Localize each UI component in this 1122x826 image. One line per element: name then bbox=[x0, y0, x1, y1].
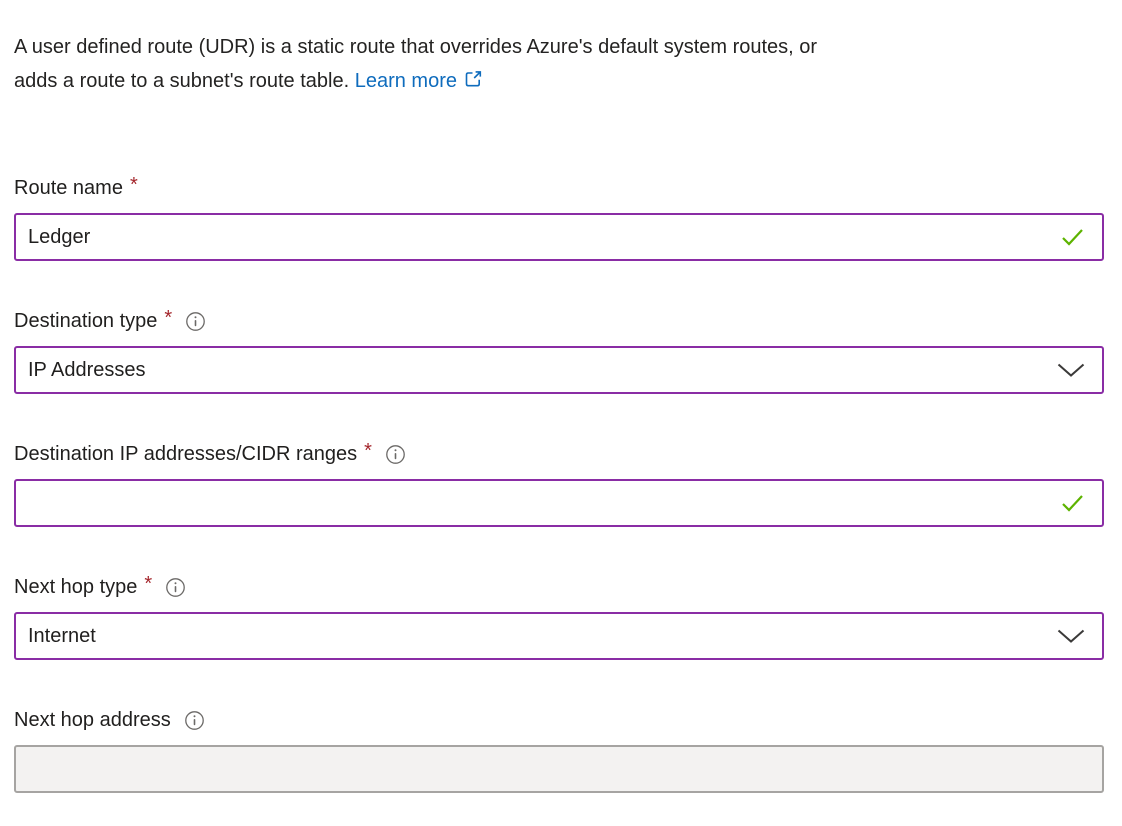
info-icon[interactable] bbox=[165, 577, 186, 598]
destination-type-selected-value: IP Addresses bbox=[28, 358, 146, 381]
route-name-label: Route name bbox=[14, 177, 123, 199]
field-destination-ip: Destination IP addresses/CIDR ranges * bbox=[14, 440, 1104, 527]
field-next-hop-type: Next hop type * Internet bbox=[14, 573, 1104, 660]
route-name-label-row: Route name * bbox=[14, 174, 1104, 200]
destination-type-dropdown[interactable]: IP Addresses bbox=[14, 346, 1104, 394]
field-route-name: Route name * bbox=[14, 174, 1104, 261]
next-hop-type-selected-value: Internet bbox=[28, 624, 96, 647]
required-asterisk: * bbox=[144, 573, 153, 595]
destination-ip-input[interactable] bbox=[16, 481, 1102, 525]
route-name-input[interactable] bbox=[16, 215, 1102, 259]
external-link-icon[interactable] bbox=[463, 71, 483, 94]
next-hop-address-input-wrapper bbox=[14, 745, 1104, 793]
info-icon[interactable] bbox=[185, 311, 206, 332]
field-next-hop-address: Next hop address bbox=[14, 708, 1104, 793]
destination-ip-label: Destination IP addresses/CIDR ranges bbox=[14, 443, 358, 465]
next-hop-address-label-row: Next hop address bbox=[14, 708, 1104, 732]
udr-description-line2: adds a route to a subnet's route table. bbox=[14, 70, 350, 92]
destination-ip-input-wrapper bbox=[14, 479, 1104, 527]
add-route-form-pane: A user defined route (UDR) is a static r… bbox=[14, 30, 1104, 793]
next-hop-address-label: Next hop address bbox=[14, 709, 171, 731]
info-icon[interactable] bbox=[184, 710, 205, 731]
next-hop-address-input bbox=[16, 747, 1102, 791]
next-hop-type-dropdown[interactable]: Internet bbox=[14, 612, 1104, 660]
required-asterisk: * bbox=[164, 307, 173, 329]
route-form: Route name * Destination type * IP Addre… bbox=[14, 174, 1104, 793]
destination-type-label: Destination type bbox=[14, 310, 158, 332]
destination-type-label-row: Destination type * bbox=[14, 307, 1104, 333]
required-asterisk: * bbox=[364, 440, 372, 462]
required-asterisk: * bbox=[129, 174, 138, 196]
next-hop-type-label: Next hop type bbox=[14, 576, 138, 598]
destination-ip-label-row: Destination IP addresses/CIDR ranges * bbox=[14, 440, 1104, 466]
field-destination-type: Destination type * IP Addresses bbox=[14, 307, 1104, 394]
route-name-input-wrapper bbox=[14, 213, 1104, 261]
udr-description: A user defined route (UDR) is a static r… bbox=[14, 30, 1104, 100]
learn-more-link[interactable]: Learn more bbox=[354, 70, 457, 92]
udr-description-line1: A user defined route (UDR) is a static r… bbox=[14, 36, 818, 58]
next-hop-type-label-row: Next hop type * bbox=[14, 573, 1104, 599]
info-icon[interactable] bbox=[385, 444, 406, 465]
